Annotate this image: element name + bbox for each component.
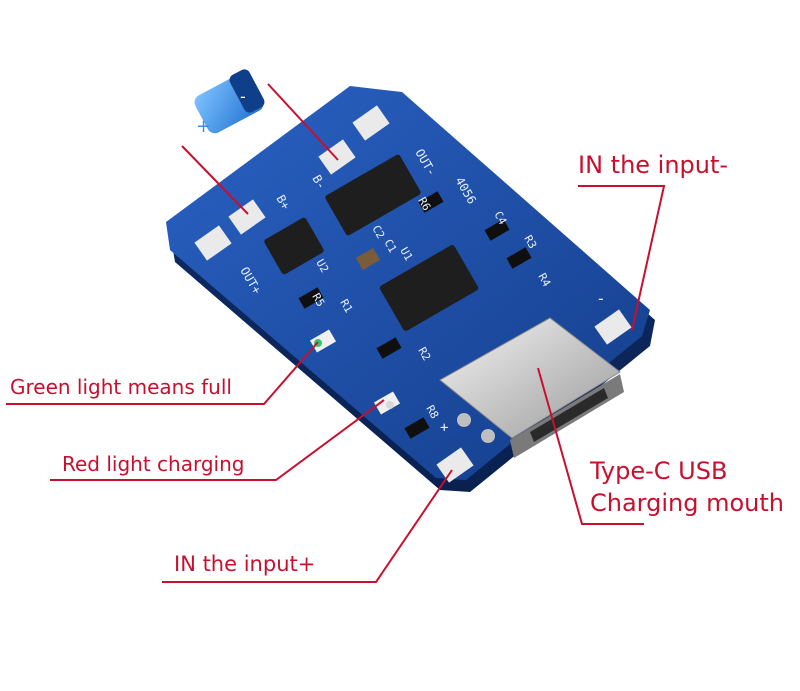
silk-r6: R6 [415, 195, 433, 213]
battery-plus-label: + [196, 116, 211, 137]
line-usb [537, 367, 644, 525]
silk-r2: R2 [415, 345, 433, 363]
line-in-minus [578, 185, 666, 331]
chip-protection [325, 154, 421, 236]
silk-r3: R3 [521, 233, 539, 251]
resistor [404, 417, 430, 439]
pad-top [352, 105, 390, 141]
silk-r4: R4 [535, 271, 553, 289]
silk-u1: U1 [397, 245, 415, 263]
led-green [309, 329, 337, 353]
battery-icon: - + [194, 69, 265, 137]
chip-mosfet [264, 217, 324, 275]
chip-4056 [379, 245, 479, 331]
line-battery-minus [267, 83, 339, 161]
usb-c-connector [439, 317, 624, 458]
line-in-plus [162, 469, 453, 583]
silk-b-plus: B+ [273, 193, 292, 213]
pad-left [194, 225, 232, 261]
label-in-minus: IN the input- [578, 151, 729, 179]
callout-lines [6, 83, 666, 583]
pcb-board: OUT- B- B+ 4056 OUT+ R1 R2 R3 R4 R5 R6 R… [166, 86, 655, 492]
line-green [6, 341, 319, 405]
resistor [298, 287, 324, 309]
battery-minus-label: - [240, 87, 246, 106]
resistor [376, 337, 402, 359]
label-usb-line1: Type-C USB [590, 457, 728, 485]
silk-r8: R8 [423, 403, 441, 421]
label-usb-line2: Charging mouth [590, 489, 784, 517]
resistor [418, 191, 444, 213]
led-red-dot [386, 401, 394, 409]
pad-in-minus [594, 309, 632, 345]
silk-plus-in: + [440, 420, 448, 436]
silk-minus-in: - [596, 289, 606, 308]
line-battery-plus [181, 145, 249, 215]
pad-b-plus [228, 199, 266, 235]
label-in-plus: IN the input+ [174, 552, 316, 576]
silk-r5: R5 [309, 291, 327, 309]
silk-c4: C4 [491, 209, 509, 227]
resistor [484, 219, 510, 241]
silk-c1: C1 [381, 237, 399, 255]
silk-r1: R1 [337, 297, 355, 315]
line-red [50, 399, 385, 481]
resistor [506, 247, 532, 269]
silk-c2: C2 [369, 223, 387, 241]
label-red-light: Red light charging [62, 452, 245, 476]
pad-in-plus [436, 447, 474, 483]
label-green-light: Green light means full [10, 375, 232, 399]
silk-u2: U2 [313, 257, 331, 275]
pad-b-minus [318, 139, 356, 175]
silk-b-minus: B- [309, 173, 328, 193]
capacitor [355, 247, 381, 271]
